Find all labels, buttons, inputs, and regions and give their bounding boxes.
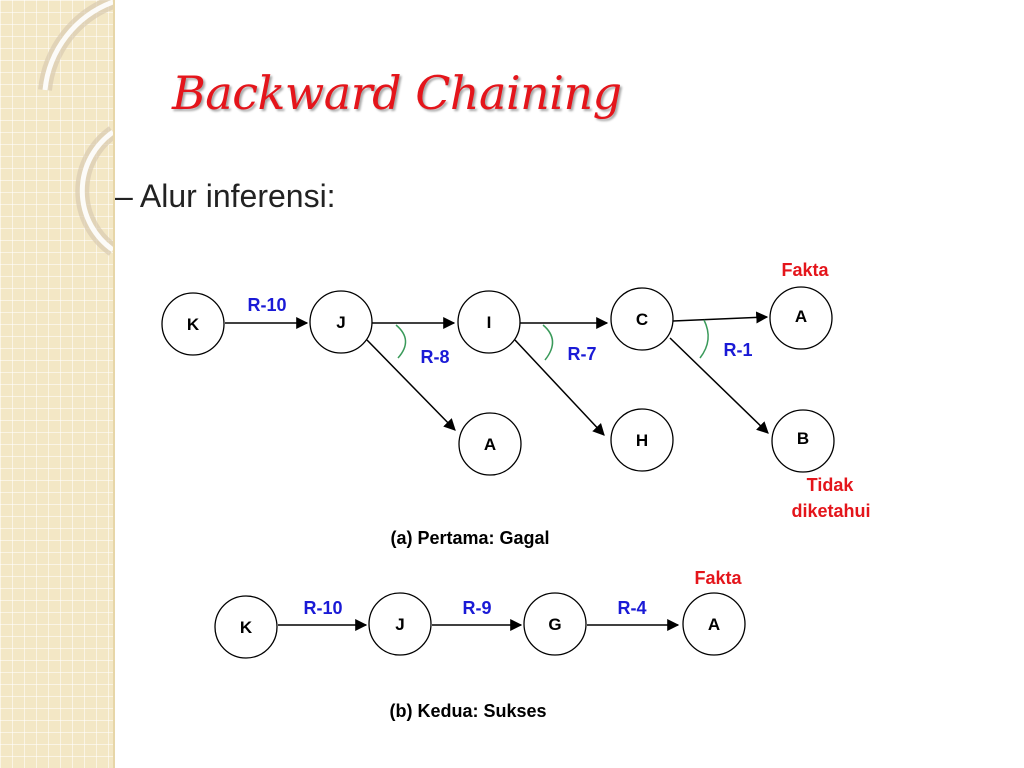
- node-i: I: [457, 290, 521, 354]
- rule-label-r10: R-10: [247, 295, 286, 315]
- fakta-label-b: Fakta: [694, 568, 742, 588]
- and-arc-c: [699, 319, 709, 359]
- svg-text:B: B: [797, 429, 809, 448]
- tidak-label: Tidak: [807, 475, 855, 495]
- svg-text:J: J: [395, 615, 404, 634]
- diagram-a: K J I C A A H B R-10: [161, 260, 871, 548]
- svg-text:I: I: [487, 313, 492, 332]
- svg-text:G: G: [548, 615, 561, 634]
- diagram-b: K J G A R-10 R-9 R-4 Fakta (b) Kedua: Su…: [214, 568, 746, 721]
- node-a-top: A: [769, 286, 833, 350]
- node-h: H: [610, 408, 674, 472]
- svg-text:A: A: [484, 435, 496, 454]
- svg-text:H: H: [636, 431, 648, 450]
- rule-label-b-r9: R-9: [462, 598, 491, 618]
- node-b-g: G: [523, 592, 587, 656]
- decorative-rings: [38, 0, 113, 256]
- svg-text:C: C: [636, 310, 648, 329]
- node-b-j: J: [368, 592, 432, 656]
- and-arc-j: [395, 324, 407, 359]
- edge-j-a: [366, 339, 456, 431]
- fakta-label-a: Fakta: [781, 260, 829, 280]
- node-a-bottom: A: [458, 412, 522, 476]
- node-b: B: [771, 409, 835, 473]
- edge-c-a: [672, 311, 769, 324]
- node-k: K: [161, 292, 225, 356]
- rule-label-b-r10: R-10: [303, 598, 342, 618]
- svg-text:K: K: [240, 618, 253, 637]
- svg-text:K: K: [187, 315, 200, 334]
- node-b-k: K: [214, 595, 278, 659]
- svg-text:A: A: [795, 307, 807, 326]
- edge-i-h: [514, 339, 605, 436]
- rule-label-r1: R-1: [723, 340, 752, 360]
- node-j: J: [309, 290, 373, 354]
- bullet-text: – Alur inferensi:: [115, 178, 336, 214]
- decorative-sidebar: [0, 0, 115, 768]
- caption-b: (b) Kedua: Sukses: [389, 701, 546, 721]
- rule-label-r8: R-8: [420, 347, 449, 367]
- rule-label-b-r4: R-4: [617, 598, 646, 618]
- and-arc-i: [542, 324, 554, 361]
- edge-c-b: [669, 337, 769, 434]
- svg-text:J: J: [336, 313, 345, 332]
- slide-title: Backward Chaining: [172, 66, 622, 120]
- svg-text:A: A: [708, 615, 720, 634]
- caption-a: (a) Pertama: Gagal: [390, 528, 549, 548]
- rule-label-r7: R-7: [567, 344, 596, 364]
- node-c: C: [610, 287, 674, 351]
- diketahui-label: diketahui: [791, 501, 870, 521]
- node-b-a: A: [682, 592, 746, 656]
